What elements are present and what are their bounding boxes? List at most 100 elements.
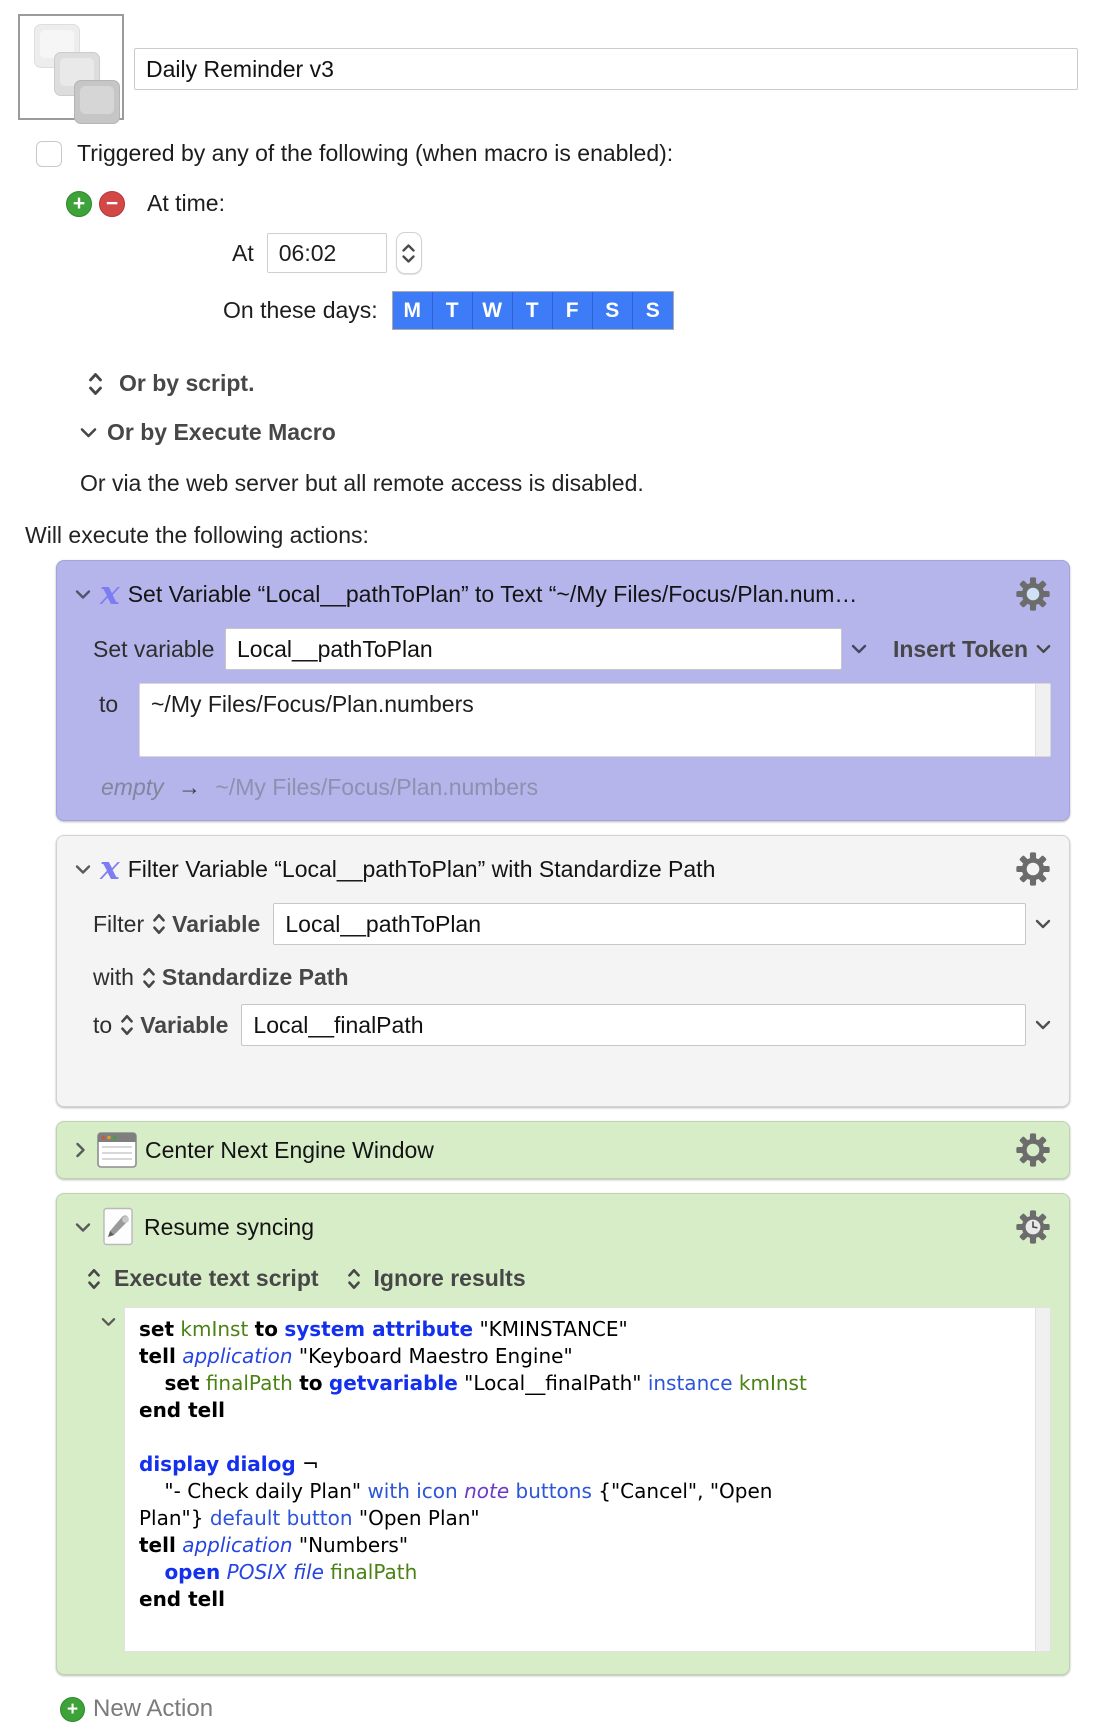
variable-dropdown-chevron-icon[interactable] (851, 644, 867, 654)
add-trigger-button[interactable]: + (66, 190, 92, 217)
preview-new-value: ~/My Files/Focus/Plan.numbers (215, 774, 539, 800)
action-list: x Set Variable “Local__pathToPlan” to Te… (56, 560, 1070, 1675)
scrollbar[interactable] (1035, 684, 1050, 756)
value-preview: empty → ~/My Files/Focus/Plan.numbers (101, 774, 1051, 801)
gear-icon[interactable] (1015, 851, 1051, 887)
disclosure-chevron-down-icon[interactable] (75, 589, 91, 600)
action-title: Resume syncing (144, 1213, 315, 1240)
code-line: open POSIX file finalPath (164, 1560, 418, 1584)
or-by-execute-macro-row[interactable]: Or by Execute Macro (80, 419, 1078, 446)
trigger-enabled-row: Triggered by any of the following (when … (36, 140, 1078, 167)
execute-mode-label: Execute text script (114, 1265, 319, 1291)
action-title: Filter Variable “Local__pathToPlan” with… (127, 855, 716, 882)
variable-dropdown-chevron-icon[interactable] (1035, 919, 1051, 929)
actions-header: Will execute the following actions: (25, 522, 369, 548)
filter-name-label[interactable]: Standardize Path (161, 964, 349, 990)
to-label: to (93, 1011, 113, 1038)
filter-variable-input[interactable]: Local__pathToPlan (273, 903, 1026, 945)
macro-title-input[interactable]: Daily Reminder v3 (134, 48, 1078, 90)
script-options-row: Execute text script Ignore results (87, 1265, 1051, 1292)
updown-stepper-icon (88, 1268, 100, 1289)
code-line (139, 1424, 1035, 1451)
plus-icon: + (60, 1696, 85, 1722)
trigger-enabled-label: Triggered by any of the following (when … (77, 140, 674, 166)
script-text-editor[interactable]: set kmInst to system attribute "KMINSTAN… (124, 1307, 1051, 1652)
action-title: Set Variable “Local__pathToPlan” to Text… (127, 580, 858, 607)
day-button-0[interactable]: M (392, 292, 433, 329)
keycap-icon (74, 80, 120, 124)
action-execute-applescript: Resume syncing (56, 1193, 1070, 1675)
execute-mode-popup[interactable]: Execute text script (87, 1265, 319, 1292)
updown-stepper-icon[interactable] (142, 967, 156, 989)
code-line: "- Check daily Plan" with icon note butt… (139, 1479, 773, 1503)
chevron-down-icon (80, 428, 97, 438)
code-line: set finalPath to getvariable "Local__fin… (164, 1371, 807, 1395)
variable-dropdown-chevron-icon[interactable] (1035, 1020, 1051, 1030)
new-action-button[interactable]: + New Action (60, 1695, 1078, 1723)
filter-destination-row: to Variable Local__finalPath (75, 1004, 1051, 1046)
code-line: Plan"} default button "Open Plan" (139, 1506, 480, 1530)
gear-icon[interactable] (1015, 576, 1051, 612)
filter-source-type-label[interactable]: Variable (172, 910, 261, 937)
variable-name-input[interactable]: Local__pathToPlan (225, 628, 842, 670)
arrow-icon: → (178, 774, 202, 800)
gear-clock-icon[interactable] (1015, 1209, 1051, 1245)
disclosure-chevron-down-icon[interactable] (101, 1317, 116, 1327)
disclosure-chevron-down-icon[interactable] (75, 1222, 91, 1233)
time-input[interactable]: 06:02 (266, 233, 387, 273)
updown-stepper-icon[interactable] (152, 913, 166, 935)
day-button-6[interactable]: S (632, 292, 673, 329)
at-label: At (232, 239, 254, 266)
variable-action-icon: x (100, 572, 120, 612)
new-action-label: New Action (93, 1695, 214, 1722)
or-by-script-row[interactable]: Or by script. (80, 370, 1078, 397)
value-text: ~/My Files/Focus/Plan.numbers (151, 691, 474, 717)
action-filter-variable: x Filter Variable “Local__pathToPlan” wi… (56, 835, 1070, 1107)
time-row: At 06:02 (232, 232, 1078, 274)
day-button-2[interactable]: W (472, 292, 513, 329)
at-time-label: At time: (147, 190, 225, 216)
day-button-5[interactable]: S (592, 292, 633, 329)
chevron-up-icon (402, 243, 415, 252)
action-title: Center Next Engine Window (145, 1136, 434, 1163)
day-button-1[interactable]: T (432, 292, 473, 329)
updown-stepper-icon (89, 372, 102, 395)
day-button-4[interactable]: F (552, 292, 593, 329)
day-button-3[interactable]: T (512, 292, 553, 329)
code-line: tell application "Keyboard Maestro Engin… (139, 1344, 573, 1368)
destination-variable-input[interactable]: Local__finalPath (241, 1004, 1026, 1046)
results-mode-label: Ignore results (373, 1265, 526, 1291)
disclosure-chevron-right-icon[interactable] (75, 1142, 86, 1158)
action-header: x Filter Variable “Local__pathToPlan” wi… (75, 848, 1051, 890)
disclosure-chevron-down-icon[interactable] (75, 864, 91, 875)
updown-stepper-icon[interactable] (120, 1014, 134, 1036)
action-center-window: Center Next Engine Window (56, 1121, 1070, 1179)
variable-action-icon: x (100, 847, 120, 887)
scrollbar[interactable] (1035, 1308, 1050, 1651)
trigger-enabled-checkbox[interactable] (36, 140, 62, 167)
set-variable-row: Set variable Local__pathToPlan Insert To… (75, 628, 1051, 670)
applescript-icon (103, 1207, 133, 1246)
or-by-execute-macro-label: Or by Execute Macro (107, 419, 336, 445)
action-header: Resume syncing (75, 1206, 1051, 1248)
results-mode-popup[interactable]: Ignore results (347, 1265, 526, 1292)
destination-type-label[interactable]: Variable (140, 1011, 229, 1038)
or-by-script-label: Or by script. (119, 370, 255, 396)
chevron-down-icon (402, 254, 415, 263)
script-code: set kmInst to system attribute "KMINSTAN… (125, 1308, 1035, 1651)
gear-icon[interactable] (1015, 1132, 1051, 1168)
action-header: Center Next Engine Window (75, 1128, 1051, 1172)
filter-type-row: with Standardize Path (75, 964, 1051, 991)
window-icon (97, 1132, 137, 1168)
remove-trigger-button[interactable]: − (99, 190, 125, 217)
code-line: set kmInst to system attribute "KMINSTAN… (139, 1317, 628, 1341)
insert-token-menu[interactable]: Insert Token (893, 636, 1051, 663)
value-textarea[interactable]: ~/My Files/Focus/Plan.numbers (139, 683, 1051, 757)
code-line: display dialog ¬ (139, 1452, 319, 1476)
time-stepper[interactable] (395, 232, 422, 274)
preview-old-value: empty (101, 774, 164, 800)
code-line: end tell (139, 1587, 225, 1611)
